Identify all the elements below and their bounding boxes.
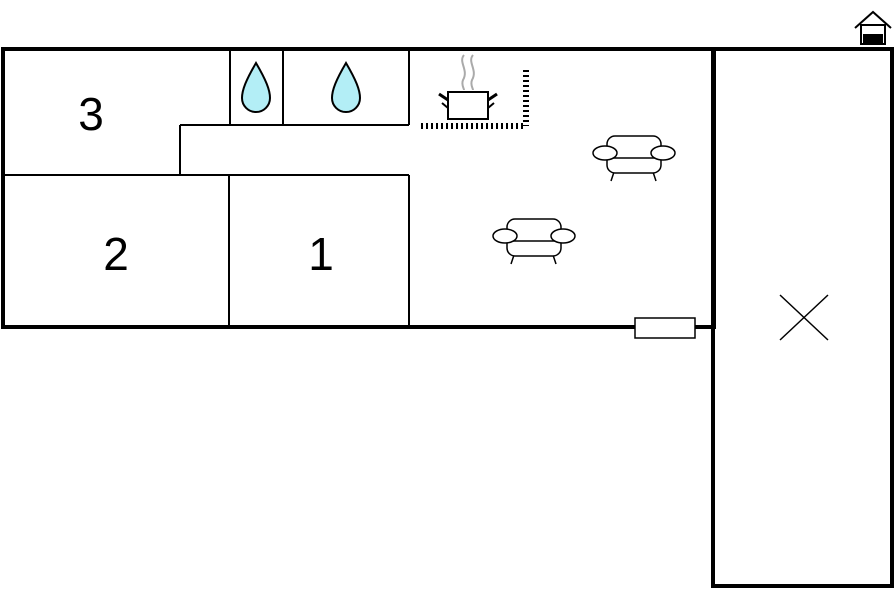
room-label-2: 2 xyxy=(103,228,129,280)
room-label-1: 1 xyxy=(308,228,334,280)
inner-walls xyxy=(3,49,410,327)
sofa-icon xyxy=(492,218,576,265)
cooking-pot-icon xyxy=(421,54,529,129)
water-drop-icon xyxy=(240,61,272,113)
cross-mark-icon xyxy=(779,294,829,341)
outer-walls xyxy=(1,47,894,588)
door-icon xyxy=(634,317,696,339)
house-icon xyxy=(854,10,892,45)
water-drop-icon xyxy=(330,61,362,113)
room-label-3: 3 xyxy=(78,88,104,140)
sofa-icon xyxy=(592,135,676,182)
